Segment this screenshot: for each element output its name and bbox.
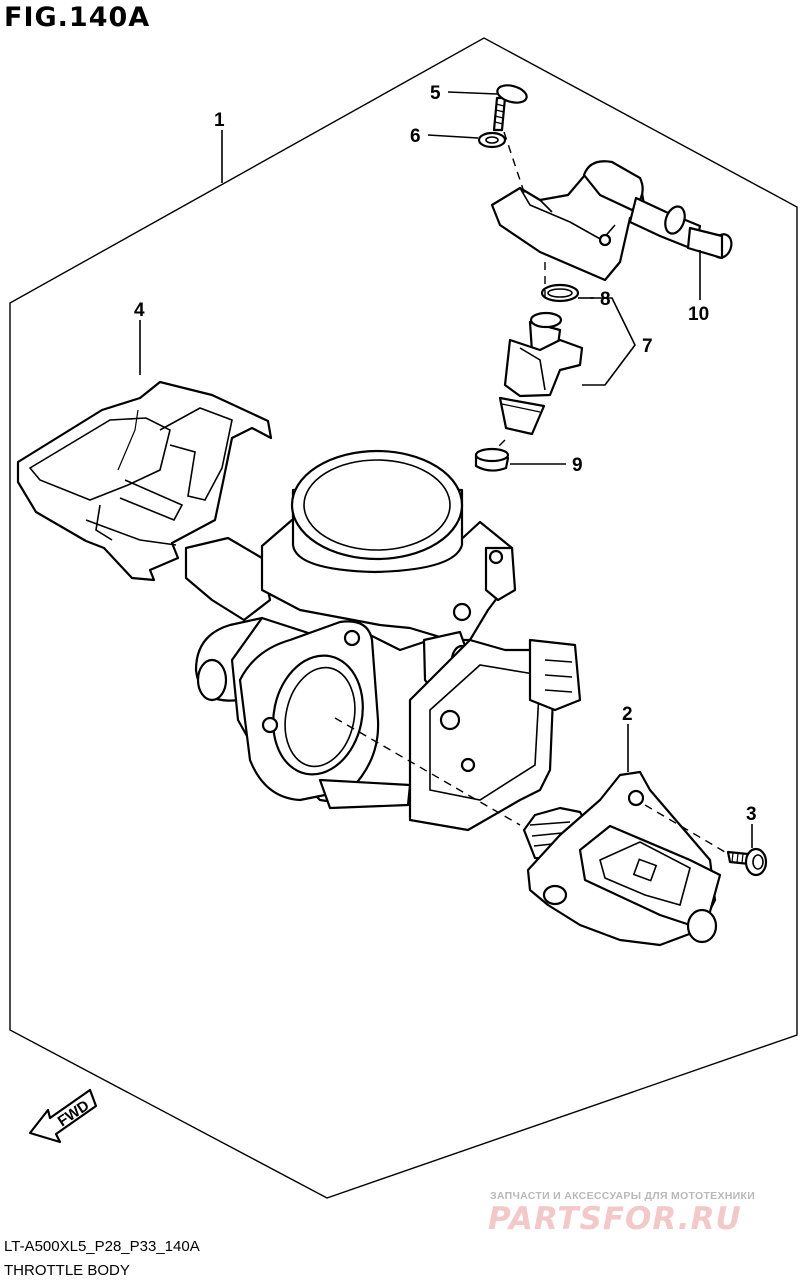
fwd-arrow-icon: FWD [28,1088,98,1144]
alignment-line-seal [494,439,506,451]
bracket-part-4 [16,380,273,582]
alignment-line-screw-3 [644,804,726,853]
leader-7 [582,297,636,386]
idle-air-control-valve-part-2 [522,770,722,947]
alignment-line-screw-5 [503,131,526,196]
callout-6: 6 [410,126,421,147]
fuel-injector-part-7 [498,311,584,436]
leader-6 [427,134,479,139]
figure-title: FIG.140A [4,2,151,33]
watermark-brand: PARTSFOR.RU [488,1201,742,1237]
washer-part-6 [477,131,507,149]
assembly-frame [9,37,798,1199]
callout-3: 3 [746,804,757,825]
fuel-delivery-pipe-part-10 [490,160,733,282]
callout-8: 8 [600,289,611,310]
screw-part-3 [726,847,768,877]
screw-part-5 [492,84,528,132]
callout-9: 9 [572,455,583,476]
callout-4: 4 [134,300,145,321]
alignment-line-iacv [334,717,521,826]
section-name: THROTTLE BODY [4,1262,130,1279]
callout-10: 10 [688,304,709,325]
callout-7: 7 [642,336,653,357]
o-ring-part-8 [540,283,580,303]
reference-code: LT-A500XL5_P28_P33_140A [4,1238,200,1255]
callout-2: 2 [622,704,633,725]
leader-5 [447,91,498,95]
callout-5: 5 [430,83,441,104]
seal-part-9 [474,447,510,472]
callout-1: 1 [214,110,225,131]
watermark-tagline: ЗАПЧАСТИ И АКСЕССУАРЫ ДЛЯ МОТОТЕХНИКИ [490,1190,756,1202]
